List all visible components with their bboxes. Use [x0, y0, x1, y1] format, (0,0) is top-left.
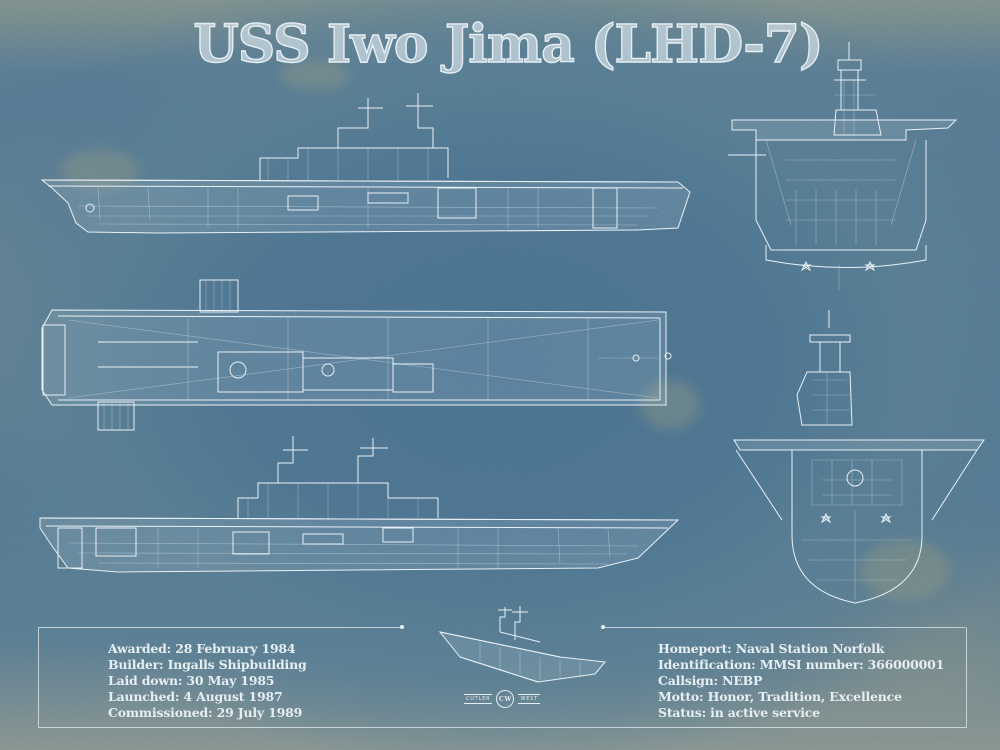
info-frame-top-left: [38, 627, 402, 628]
port-profile-view: [39, 436, 680, 573]
ship-history-details: Awarded: 28 February 1984 Builder: Ingal…: [108, 641, 307, 721]
frame-dot: [601, 625, 605, 629]
detail-motto: Motto: Honor, Tradition, Excellence: [658, 689, 902, 704]
starboard-profile-view: [40, 93, 691, 234]
ship-service-details: Homeport: Naval Station Norfolk Identifi…: [658, 641, 944, 721]
distress-stain: [860, 540, 950, 600]
frame-dot: [400, 625, 404, 629]
stern-view: [728, 42, 958, 290]
detail-launched: Launched: 4 August 1987: [108, 689, 283, 704]
detail-commissioned: Commissioned: 29 July 1989: [108, 705, 303, 720]
detail-callsign: Callsign: NEBP: [658, 673, 763, 688]
cutler-west-logo: CUTLER CW WEST: [462, 688, 542, 710]
logo-left-text: CUTLER: [464, 694, 493, 704]
distress-stain: [280, 60, 350, 90]
detail-builder: Builder: Ingalls Shipbuilding: [108, 657, 307, 672]
isometric-view: [438, 606, 606, 683]
info-frame: [38, 627, 967, 728]
detail-identification: Identification: MMSI number: 366000001: [658, 657, 945, 672]
detail-awarded: Awarded: 28 February 1984: [108, 641, 296, 656]
flight-deck-plan-view: [41, 279, 672, 431]
distress-stain: [60, 150, 140, 190]
detail-laid-down: Laid down: 30 May 1985: [108, 673, 275, 688]
info-frame-top-right: [603, 627, 965, 628]
poster-title: USS Iwo Jima (LHD-7): [193, 13, 825, 75]
logo-right-text: WEST: [518, 694, 540, 704]
detail-status: Status: in active service: [658, 705, 820, 720]
logo-badge-icon: CW: [496, 690, 515, 708]
bow-view: [733, 310, 985, 604]
detail-homeport: Homeport: Naval Station Norfolk: [658, 641, 885, 656]
